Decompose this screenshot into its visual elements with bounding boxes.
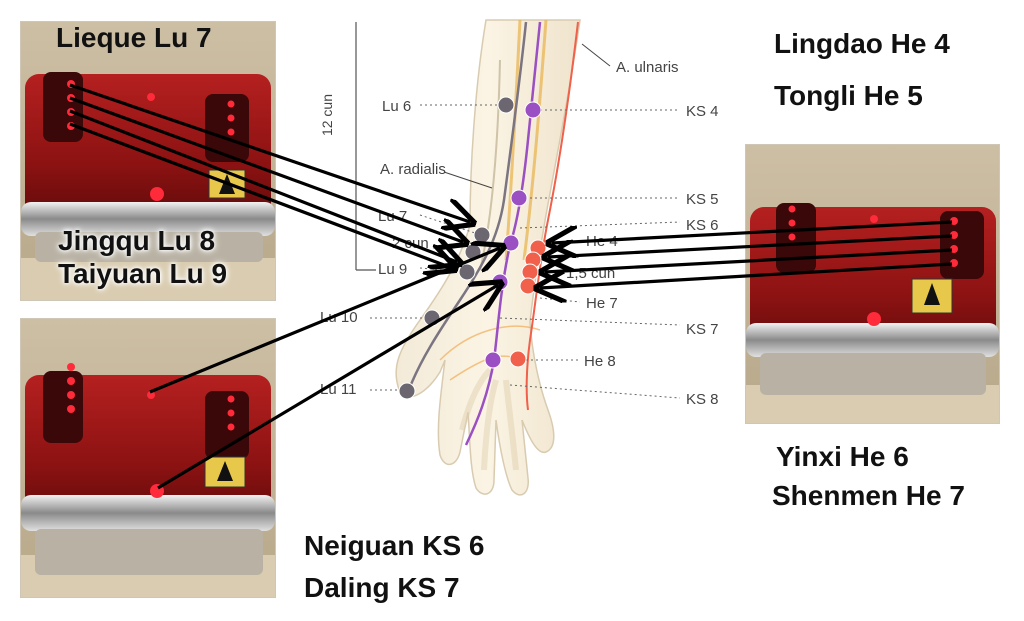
- label-a-radialis: A. radialis: [380, 161, 446, 178]
- point-he7: [519, 277, 537, 295]
- point-ks4: [524, 101, 542, 119]
- arrow-icon: [69, 96, 463, 242]
- label-he8: He 8: [584, 353, 616, 370]
- point-he6: [521, 263, 539, 281]
- arrow-icon: [69, 122, 452, 268]
- caption-lingdao-he4: Lingdao He 4: [774, 28, 950, 59]
- point-lu6: [497, 96, 515, 114]
- label-ks7: KS 7: [686, 321, 719, 338]
- arrow-icon: [548, 234, 953, 257]
- arrow-icon: [552, 220, 953, 243]
- label-lu6: Lu 6: [382, 98, 411, 115]
- lung-meridian-line: [406, 21, 528, 393]
- caption-shenmen-he7: Shenmen He 7: [772, 480, 965, 511]
- arrow-icon: [69, 109, 457, 262]
- arrow-icon: [149, 248, 500, 394]
- label-ks4: KS 4: [686, 103, 719, 120]
- point-ks5: [510, 189, 528, 207]
- label-a-ulnaris: A. ulnaris: [616, 59, 679, 76]
- label-lu9: Lu 9: [378, 261, 407, 278]
- arrow-icon: [69, 83, 470, 222]
- label-he7: He 7: [586, 295, 618, 312]
- caption-taiyuan-lu9: Taiyuan Lu 9: [58, 258, 228, 289]
- point-ks6: [502, 234, 520, 252]
- caption-neiguan-ks6: Neiguan KS 6: [304, 530, 485, 561]
- arrow-icon: [157, 285, 498, 490]
- point-he8: [509, 350, 527, 368]
- label-ks6: KS 6: [686, 217, 719, 234]
- point-lu11: [398, 382, 416, 400]
- caption-jingqu-lu8: Jingqu Lu 8: [58, 225, 216, 256]
- caption-tongli-he5: Tongli He 5: [774, 80, 923, 111]
- arrow-icon: [540, 262, 953, 288]
- laser-device-photo-top-left: [20, 21, 276, 301]
- point-ks8: [484, 351, 502, 369]
- point-lu9: [458, 263, 476, 281]
- label-ks5: KS 5: [686, 191, 719, 208]
- label-ks8: KS 8: [686, 391, 719, 408]
- label-lu10: Lu 10: [320, 309, 358, 326]
- label-12-cun: 12 cun: [319, 94, 335, 136]
- caption-lieque-lu7: Lieque Lu 7: [56, 22, 212, 53]
- caption-yinxi-he6: Yinxi He 6: [776, 441, 909, 472]
- laser-device-photo-bottom-left: [20, 318, 276, 598]
- caption-daling-ks7: Daling KS 7: [304, 572, 460, 603]
- arrow-icon: [545, 248, 953, 272]
- point-lu7: [473, 226, 491, 244]
